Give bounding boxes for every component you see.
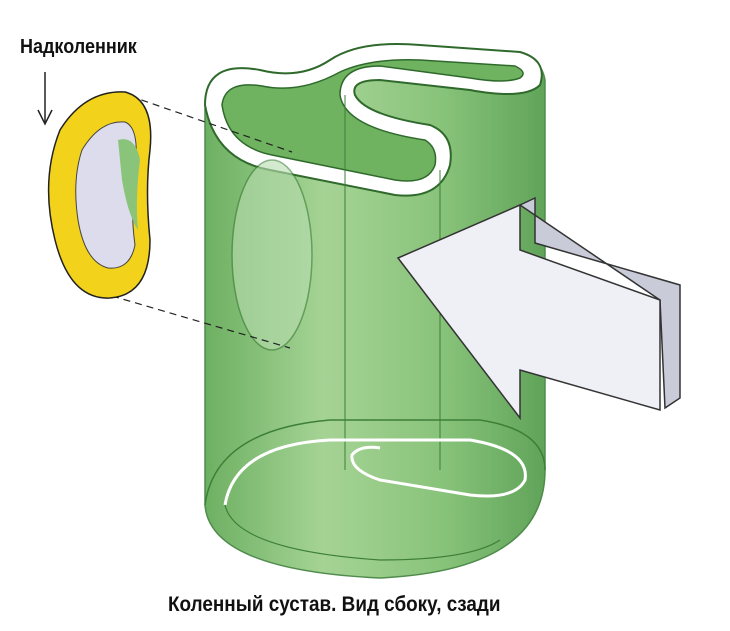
projection-lines — [111, 95, 293, 349]
kneecap-pointer-arrow — [37, 72, 53, 126]
diagram-caption: Коленный сустав. Вид сбоку, сзади — [168, 593, 501, 616]
kneecap-seat-ellipse — [231, 159, 313, 351]
joint-capsule-cylinder — [203, 43, 546, 579]
kneecap-patella — [47, 91, 152, 299]
force-arrow — [396, 196, 681, 421]
kneecap-label: Надколенник — [20, 36, 137, 58]
